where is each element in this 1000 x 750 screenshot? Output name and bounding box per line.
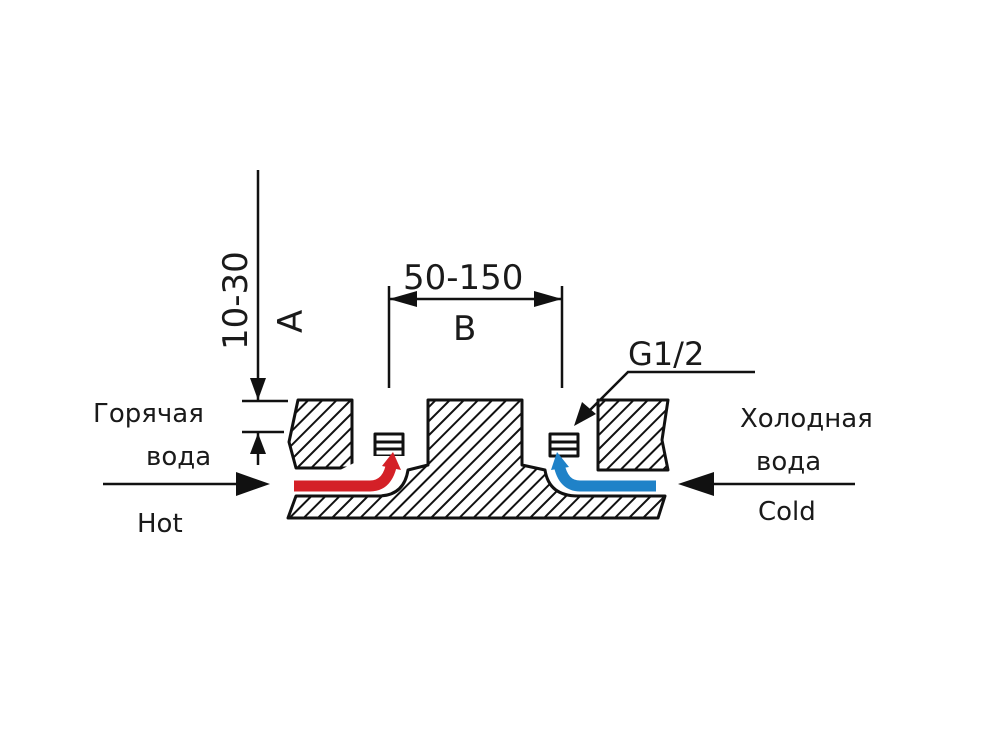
thread-label: G1/2 [628, 335, 704, 373]
hot-fitting-thread [373, 432, 405, 458]
cold-label-ru-2: вода [756, 447, 821, 477]
hot-label-en: Hot [137, 509, 183, 539]
right-wall [596, 398, 670, 472]
hot-flow-arrow-icon [382, 452, 401, 470]
cold-label-ru-1: Холодная [740, 404, 873, 434]
mixer-body-section [286, 398, 670, 520]
arrow-up-icon [250, 433, 266, 454]
dimension-b: 50-150 B [387, 258, 564, 388]
arrow-left-icon [389, 291, 417, 307]
cold-inlet-arrow-icon [678, 472, 714, 496]
arrow-down-icon [250, 378, 266, 400]
arrow-icon [574, 402, 596, 426]
cold-fitting-thread [548, 432, 580, 458]
dimension-a-value: 10-30 [216, 251, 256, 350]
thread-callout: G1/2 [574, 335, 755, 426]
arrow-right-icon [534, 291, 562, 307]
left-wall [287, 398, 354, 470]
cold-flow-arrow-icon [551, 452, 569, 470]
dimension-b-letter: B [453, 309, 476, 349]
dimension-a: 10-30 A [216, 170, 311, 465]
hot-label-ru-2: вода [146, 442, 211, 472]
hot-inlet-arrow-icon [236, 472, 270, 496]
dimension-a-letter: A [271, 310, 311, 333]
cold-label-en: Cold [758, 497, 816, 527]
dimension-b-value: 50-150 [403, 258, 523, 298]
leader-line [579, 370, 755, 421]
hot-label-ru-1: Горячая [93, 399, 204, 429]
mixer-body [286, 398, 667, 520]
